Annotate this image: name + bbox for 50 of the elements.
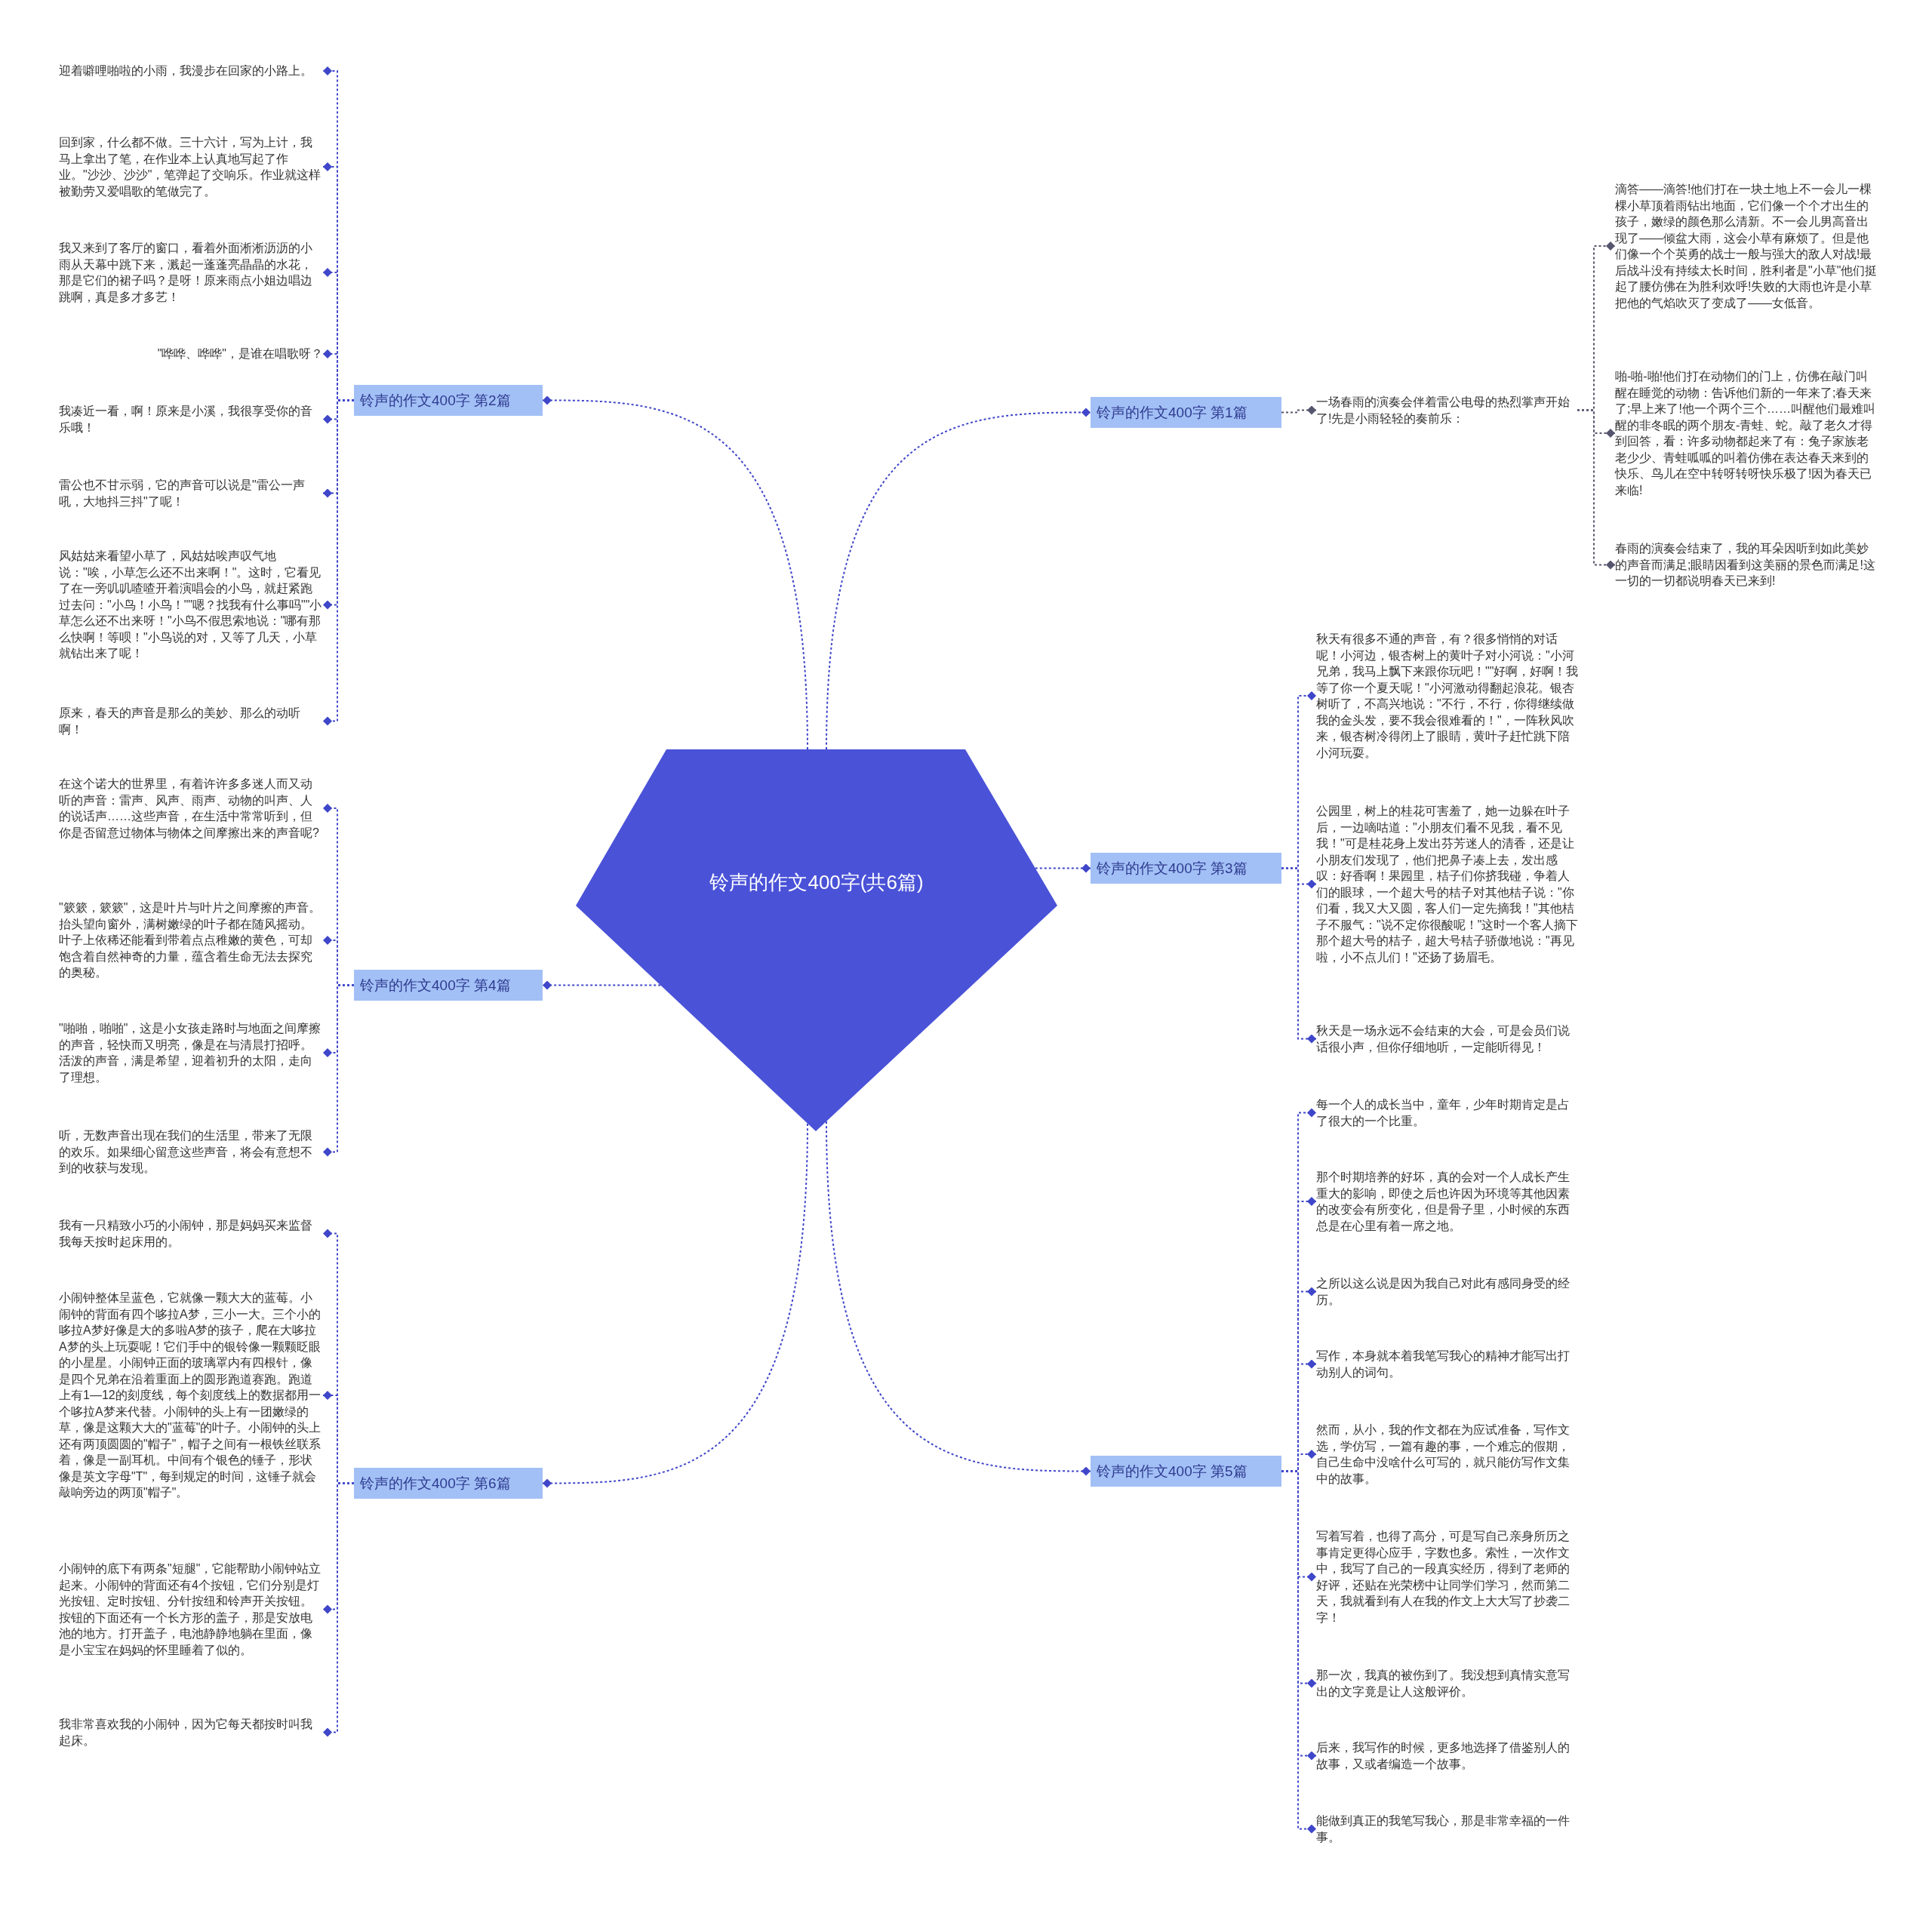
connector: [542, 980, 662, 990]
text-note: 秋天有很多不通的声音，有？很多悄悄的对话呢！小河边，银杏树上的黄叶子对小河说："小河兄弟，我马上飘下来跟你玩吧！""好啊，好啊！我等了你一个夏天呢！"小河激动得翻起浪花。银杏树听了，不高兴地说："不行，不行，你得继续做我的金头发，要不我会很难看的！"，一阵秋风吹来，银杏树冷得闭上了眼睛，黄叶子赶忙跳下陪小河玩耍。: [1316, 631, 1580, 761]
branch-topic: 铃声的作文400字 第5篇: [1091, 1456, 1281, 1487]
text-note: 那一次，我真的被伤到了。我没想到真情实意写出的文字竟是让人这般评价。: [1316, 1667, 1580, 1699]
text-note: 回到家，什么都不做。三十六计，写为上计，我马上拿出了笔，在作业本上认真地写起了作业。"沙沙、沙沙"，笔弹起了交响乐。作业就这样被勤劳又爱唱歌的笔做完了。: [59, 134, 323, 199]
text-note: 我非常喜欢我的小闹钟，因为它每天都按时叫我起床。: [59, 1716, 323, 1749]
text-note: 秋天是一场永远不会结束的大会，可是会员们说话很小声，但你仔细地听，一定能听得见！: [1316, 1023, 1580, 1055]
text-note: 春雨的演奏会结束了，我的耳朵因听到如此美妙的声音而满足;眼睛因看到这美丽的景色而满足!这一切的一切都说明春天已来到!: [1615, 540, 1879, 589]
text-note: 在这个诺大的世界里，有着许许多多迷人而又动听的声音：雷声、风声、雨声、动物的叫声、人的说话声……这些声音，在生活中常常听到，但你是否留意过物体与物体之间摩擦出来的声音呢?: [59, 776, 323, 841]
connector: [322, 984, 355, 1157]
text-note: "啪啪，啪啪"，这是小女孩走路时与地面之间摩擦的声音，轻快而又明亮，像是在与清晨打招呼。活泼的声音，满是希望，迎着初升的太阳，走向了理想。: [59, 1020, 323, 1085]
text-note: 雷公也不甘示弱，它的声音可以说是"雷公一声吼，大地抖三抖"了呢！: [59, 477, 323, 509]
connector: [1034, 863, 1091, 873]
text-note: 我有一只精致小巧的小闹钟，那是妈妈买来监督我每天按时起床用的。: [59, 1217, 323, 1250]
text-note: 写着写着，也得了高分，可是写自己亲身所历之事肯定更得心应手，字数也多。索性，一次作文中，我写了自己的一段真实经历，得到了老师的好评，还贴在光荣榜中让同学们学习，然而第二天，我就看到有人在我的作文上大大写了抄袭二字！: [1316, 1528, 1580, 1626]
text-note: 每一个人的成长当中，童年，少年时期肯定是占了很大的一个比重。: [1316, 1097, 1580, 1129]
branch-topic: 铃声的作文400字 第3篇: [1091, 853, 1281, 884]
text-note: "簌簌，簌簌"，这是叶片与叶片之间摩擦的声音。抬头望向窗外，满树嫩绿的叶子都在随风摇动。叶子上依稀还能看到带着点点稚嫩的黄色，可却饱含着自然神奇的力量，蕴含着生命无法去探究的奥秘。: [59, 900, 323, 981]
text-note: 能做到真正的我笔写我心，那是非常幸福的一件事。: [1316, 1813, 1580, 1845]
text-note: 原来，春天的声音是那么的美妙、那么的动听啊！: [59, 705, 323, 737]
text-note: 迎着噼哩啪啦的小雨，我漫步在回家的小路上。: [59, 63, 323, 79]
connector: [1281, 405, 1317, 415]
text-note: 写作，本身就本着我笔写我心的精神才能写出打动别人的词句。: [1316, 1348, 1580, 1380]
text-note: 小闹钟的底下有两条"短腿"，它能帮助小闹钟站立起来。小闹钟的背面还有4个按钮，它们分别是灯光按钮、定时按钮、分针按纽和铃声开关按钮。按钮的下面还有一个长方形的盖子，那是安放电池的地方。打开盖子，电池静静地躺在里面，像是小宝宝在妈妈的怀里睡着了似的。: [59, 1561, 323, 1658]
text-note: 公园里，树上的桂花可害羞了，她一边躲在叶子后，一边嘀咕道："小朋友们看不见我，看不见我！"可是桂花身上发出芬芳迷人的清香，还是让小朋友们发现了，他们把鼻子凑上去，发出感叹：好香啊！果园里，桔子们你挤我碰，争着人们的眼球，一个超大号的桔子对其他桔子说："你们看，我又大又圆，客人们一定先摘我！"其他桔子不服气："说不定你很酸呢！"这时一个客人摘下那个超大号的桔子，超大号桔子骄傲地说："再见啦，小不点儿们！"还扬了扬眉毛。: [1316, 803, 1580, 965]
text-note: 然而，从小，我的作文都在为应试准备，写作文选，学仿写，一篇有趣的事，一个难忘的假期，自己生命中没啥什么可写的，就只能仿写作文集中的故事。: [1316, 1422, 1580, 1487]
text-note: "哗哗、哗哗"，是谁在唱歌呀？: [59, 346, 323, 362]
text-note: 一场春雨的演奏会伴着雷公电母的热烈掌声开始了!先是小雨轻轻的奏前乐：: [1316, 394, 1577, 426]
text-note: 那个时期培养的好坏，真的会对一个人成长产生重大的影响，即使之后也许因为环境等其他因素的改变会有所变化，但是骨子里，小时候的东西总是在心里有着一席之地。: [1316, 1169, 1580, 1234]
text-note: 之所以这么说是因为我自己对此有感同身受的经历。: [1316, 1275, 1580, 1308]
branch-topic: 铃声的作文400字 第6篇: [354, 1468, 543, 1499]
connector: [826, 408, 1091, 750]
branch-topic: 铃声的作文400字 第2篇: [354, 385, 543, 416]
connector: [826, 1121, 1091, 1476]
text-note: 风姑姑来看望小草了，风姑姑唉声叹气地说："唉，小草怎么还不出来啊！"。这时，它看见了在一旁叽叽喳喳开着演唱会的小鸟，就赶紧跑过去问："小鸟！小鸟！""嗯？找我有什么事吗""小草怎么还不出来呀！"小鸟不假思索地说："哪有那么快啊！等呗！"小鸟说的对，又等了几天，小草就钻出来了呢！: [59, 548, 323, 662]
text-note: 后来，我写作的时候，更多地选择了借鉴别人的故事，又或者编造一个故事。: [1316, 1739, 1580, 1772]
text-note: 我又来到了客厅的窗口，看着外面淅淅沥沥的小雨从天幕中跳下来，溅起一蓬蓬亮晶晶的水花，那是它们的裙子吗？是呀！原来雨点小姐边唱边跳啊，真是多才多艺！: [59, 240, 323, 305]
text-note: 啪-啪-啪!他们打在动物们的门上，仿佛在敲门叫醒在睡觉的动物：告诉他们新的一年来了;春天来了;早上来了!他一个两个三个……叫醒他们最难叫醒的非冬眠的两个朋友-青蛙、蛇。敲了老久才得到回答，看：许多动物都起来了有：兔子家族老老少少、青蛙呱呱的叫着仿佛在表达春天来到的快乐、鸟儿在空中转呀转呀快乐极了!因为春天已来临!: [1615, 368, 1879, 498]
text-note: 滴答——滴答!他们打在一块土地上不一会儿一棵棵小草顶着雨钻出地面，它们像一个个才出生的孩子，嫩绿的颜色那么清新。不一会儿男高音出现了——倾盆大雨，这会小草有麻烦了。但是他们像一个个英勇的战士一般与强大的敌人对战!最后战斗没有持续太长时间，胜利者是"小草"他们挺起了腰仿佛在为胜利欢呼!失败的大雨也许是小草把他的气焰吹灭了变成了——女低音。: [1615, 181, 1879, 311]
connector: [1281, 867, 1317, 1044]
connector: [322, 1482, 355, 1737]
text-note: 听，无数声音出现在我们的生活里，带来了无限的欢乐。如果细心留意这些声音，将会有意想不到的收获与发现。: [59, 1127, 323, 1176]
connector: [1577, 409, 1616, 570]
text-note: 我凑近一看，啊！原来是小溪，我很享受你的音乐哦！: [59, 403, 323, 435]
branch-topic: 铃声的作文400字 第4篇: [354, 970, 543, 1001]
connector: [542, 1123, 808, 1488]
central-topic: 铃声的作文400字(共6篇): [576, 749, 1057, 1131]
branch-topic: 铃声的作文400字 第1篇: [1091, 397, 1281, 428]
connector: [542, 395, 808, 750]
text-note: 小闹钟整体呈蓝色，它就像一颗大大的蓝莓。小闹钟的背面有四个哆拉A梦，三小一大。三个小的哆拉A梦好像是大的多啦A梦的孩子，爬在大哆拉A梦的头上玩耍呢！它们手中的银铃像一颗颗眨眼的小星星。小闹钟正面的玻璃罩内有四根针，像是四个兄弟在沿着重面上的圆形跑道赛跑。跑道上有1—12的刻度线，每个刻度线上的数据都用一个哆拉A梦来代替。小闹钟的头上有一团嫩绿的草，像是这颗大大的"蓝莓"的叶子。小闹钟的头上还有两顶圆圆的"帽子"，帽子之间有一根铁丝联系着，像是一副耳机。中间有个银色的锤子，形状像是英文字母"T"，每到规定的时间，这锤子就会敲响旁边的两顶"帽子"。: [59, 1290, 323, 1501]
